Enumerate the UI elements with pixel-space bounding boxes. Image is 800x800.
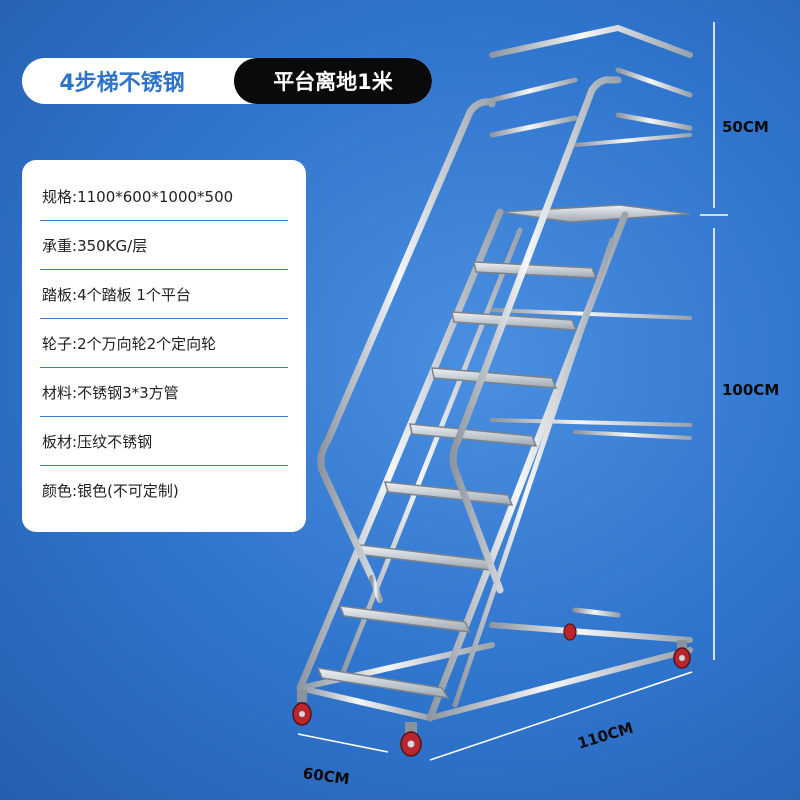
- product-title: 4步梯不锈钢: [59, 71, 185, 96]
- spec-label: 板材:: [42, 433, 78, 451]
- ladder-treads: [316, 261, 598, 699]
- spec-value: 350KG/层: [77, 237, 148, 255]
- caster-wheel-rear-left: [563, 623, 577, 641]
- caster-wheel-front-left: [292, 690, 312, 726]
- spec-value: 压纹不锈钢: [77, 433, 153, 451]
- spec-value: 不锈钢3*3方管: [77, 384, 179, 402]
- ladder-platform: [499, 204, 691, 223]
- title-pill: 4步梯不锈钢 平台离地1米: [22, 58, 432, 104]
- spec-label: 颜色:: [42, 482, 78, 500]
- platform-height-label: 100CM: [722, 381, 780, 399]
- spec-list: 规格:1100*600*1000*500 承重:350KG/层 踏板:4个踏板 …: [22, 160, 306, 515]
- spec-row-color: 颜色:银色(不可定制): [36, 466, 292, 515]
- spec-label: 踏板:: [42, 286, 78, 304]
- spec-row-load: 承重:350KG/层: [36, 221, 292, 270]
- spec-row-size: 规格:1100*600*1000*500: [36, 172, 292, 221]
- spec-label: 轮子:: [42, 335, 78, 353]
- ladder-stringers: [296, 208, 629, 722]
- dimension-lines: [297, 22, 728, 761]
- spec-card: 规格:1100*600*1000*500 承重:350KG/层 踏板:4个踏板 …: [22, 160, 306, 532]
- guardrail-height-label: 50CM: [722, 118, 769, 136]
- spec-row-material: 材料:不锈钢3*3方管: [36, 368, 292, 417]
- spec-value: 银色(不可定制): [77, 482, 179, 500]
- ladder-wheels: [292, 623, 691, 757]
- platform-badge: 平台离地1米: [234, 58, 432, 104]
- spec-row-wheels: 轮子:2个万向轮2个定向轮: [36, 319, 292, 368]
- caster-wheel-rear-right: [673, 640, 691, 669]
- spec-value: 2个万向轮2个定向轮: [77, 335, 217, 353]
- spec-label: 承重:: [42, 237, 78, 255]
- spec-label: 规格:: [42, 188, 78, 206]
- spec-row-steps: 踏板:4个踏板 1个平台: [36, 270, 292, 319]
- ladder-handrails: [317, 76, 622, 603]
- spec-value: 4个踏板 1个平台: [77, 286, 191, 304]
- spec-value: 1100*600*1000*500: [77, 187, 234, 206]
- spec-row-plate: 板材:压纹不锈钢: [36, 417, 292, 466]
- caster-wheel-front-right: [400, 722, 422, 757]
- spec-label: 材料:: [42, 384, 78, 402]
